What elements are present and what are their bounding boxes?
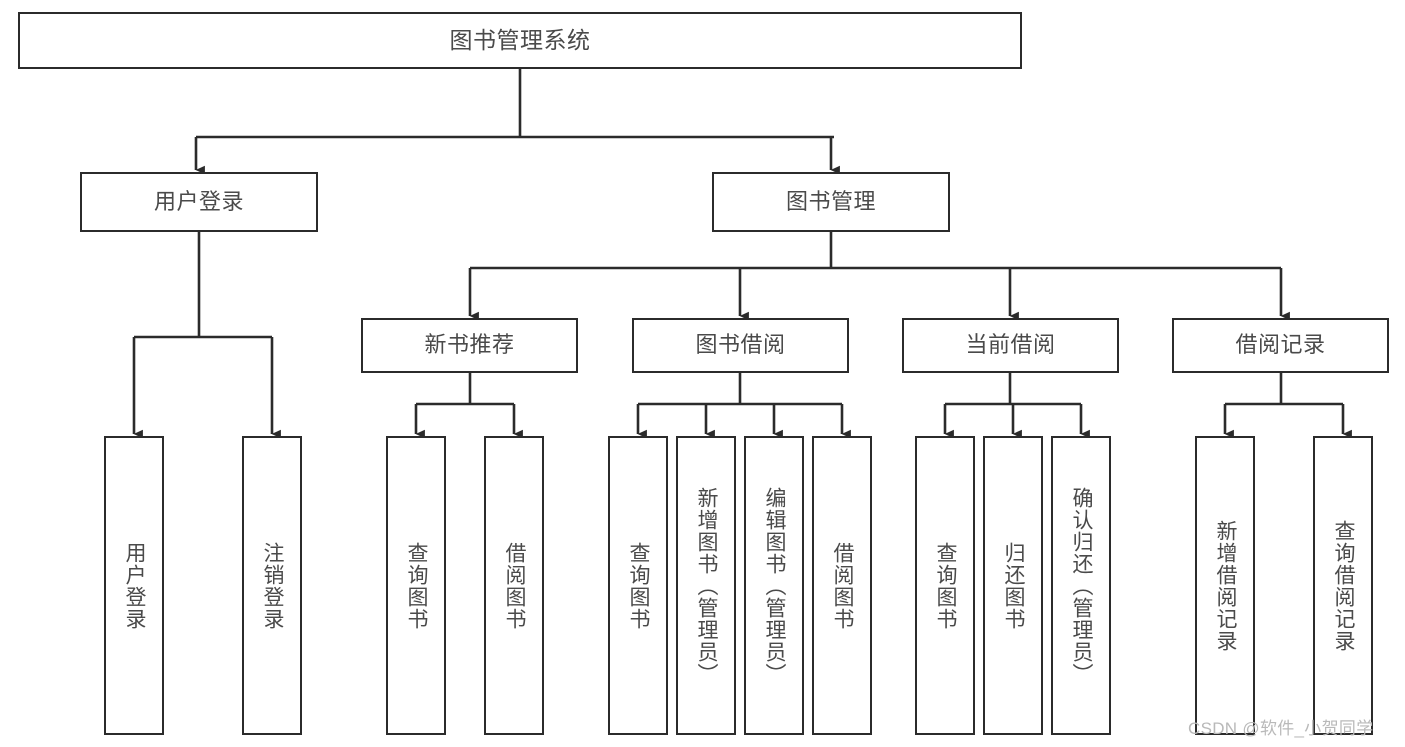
node-leaf-user-login-label: 用户登录 — [123, 541, 147, 630]
watermark-text: CSDN @软件_小贺同学 — [1188, 719, 1374, 738]
node-leaf-add-record-label: 新增借阅记录 — [1214, 519, 1238, 652]
node-book-borrow-label: 图书借阅 — [695, 332, 786, 358]
node-leaf-query-record-label: 查询借阅记录 — [1332, 519, 1356, 652]
node-leaf-query-book-3-label: 查询图书 — [934, 541, 958, 630]
node-leaf-user-logout[interactable]: 注销登录 — [242, 436, 302, 735]
node-leaf-query-record[interactable]: 查询借阅记录 — [1313, 436, 1373, 735]
node-borrow-record-label: 借阅记录 — [1235, 332, 1326, 358]
node-leaf-borrow-book-1[interactable]: 借阅图书 — [484, 436, 544, 735]
node-new-book-rec-label: 新书推荐 — [424, 332, 515, 358]
node-root[interactable]: 图书管理系统 — [18, 12, 1022, 69]
node-book-manage-label: 图书管理 — [785, 188, 876, 214]
node-leaf-borrow-book-1-label: 借阅图书 — [503, 541, 527, 630]
node-leaf-borrow-book-2-label: 借阅图书 — [831, 541, 855, 630]
node-leaf-add-book-label: 新增图书（管理员） — [695, 486, 719, 685]
node-leaf-return-book-label: 归还图书 — [1002, 541, 1026, 630]
node-leaf-query-book-1-label: 查询图书 — [405, 541, 429, 630]
node-leaf-query-book-2-label: 查询图书 — [627, 541, 651, 630]
node-current-borrow-label: 当前借阅 — [965, 332, 1056, 358]
node-leaf-user-logout-label: 注销登录 — [261, 541, 285, 630]
node-user-login-label: 用户登录 — [153, 188, 244, 214]
node-leaf-add-book[interactable]: 新增图书（管理员） — [676, 436, 736, 735]
node-leaf-confirm-return-label: 确认归还（管理员） — [1070, 486, 1094, 685]
node-leaf-query-book-2[interactable]: 查询图书 — [608, 436, 668, 735]
node-leaf-query-book-1[interactable]: 查询图书 — [386, 436, 446, 735]
node-leaf-borrow-book-2[interactable]: 借阅图书 — [812, 436, 872, 735]
node-leaf-user-login[interactable]: 用户登录 — [104, 436, 164, 735]
node-user-login[interactable]: 用户登录 — [80, 172, 318, 232]
node-leaf-edit-book-label: 编辑图书（管理员） — [763, 486, 787, 685]
node-book-borrow[interactable]: 图书借阅 — [632, 318, 849, 373]
node-borrow-record[interactable]: 借阅记录 — [1172, 318, 1389, 373]
node-new-book-rec[interactable]: 新书推荐 — [361, 318, 578, 373]
node-leaf-confirm-return[interactable]: 确认归还（管理员） — [1051, 436, 1111, 735]
node-leaf-add-record[interactable]: 新增借阅记录 — [1195, 436, 1255, 735]
node-leaf-query-book-3[interactable]: 查询图书 — [915, 436, 975, 735]
node-leaf-return-book[interactable]: 归还图书 — [983, 436, 1043, 735]
node-leaf-edit-book[interactable]: 编辑图书（管理员） — [744, 436, 804, 735]
node-current-borrow[interactable]: 当前借阅 — [902, 318, 1119, 373]
node-book-manage[interactable]: 图书管理 — [712, 172, 950, 232]
node-root-label: 图书管理系统 — [449, 26, 591, 53]
